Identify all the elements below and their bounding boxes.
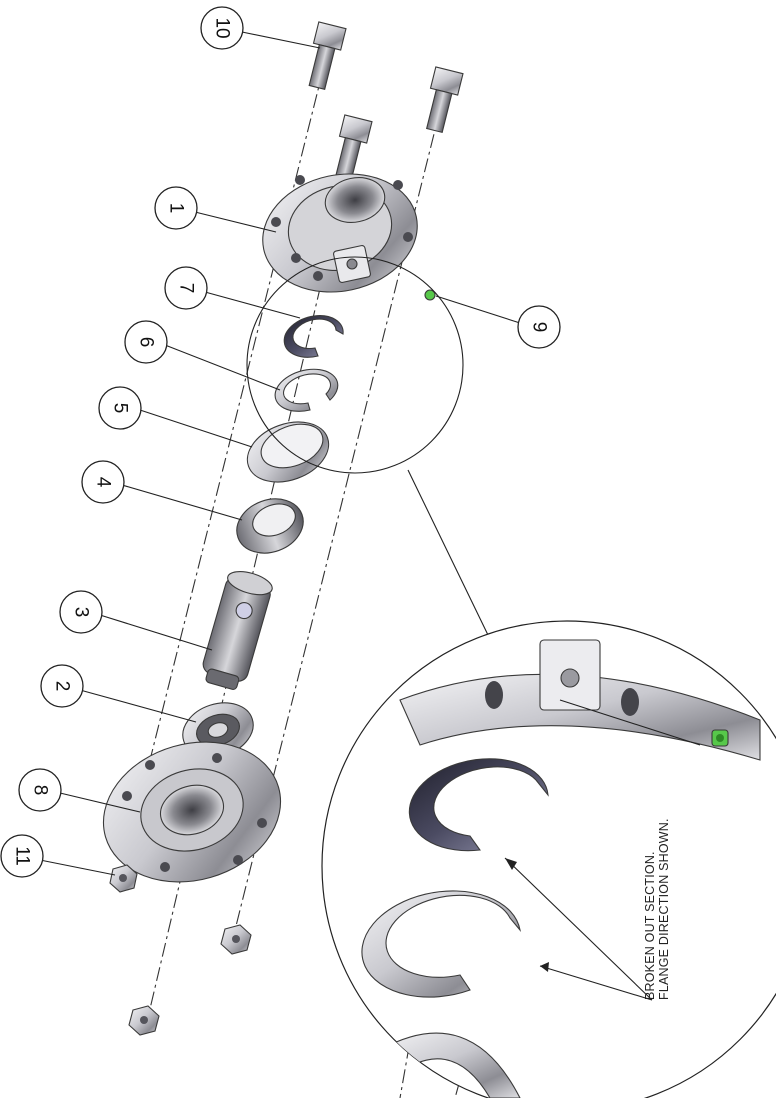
callout-label: 1 bbox=[166, 203, 187, 214]
note-leader-seal bbox=[504, 857, 653, 1001]
callout-label: 5 bbox=[110, 403, 131, 414]
callout-label: 11 bbox=[12, 846, 33, 866]
spindle-part bbox=[202, 571, 273, 690]
outer-flange-part bbox=[102, 741, 282, 883]
callout-label: 6 bbox=[136, 337, 157, 348]
hex-nut-icon bbox=[220, 924, 252, 955]
callout-label: 10 bbox=[212, 17, 233, 38]
callout-10: 10 bbox=[200, 6, 244, 50]
callout-9: 9 bbox=[517, 305, 561, 349]
seal-part bbox=[283, 315, 344, 358]
callout-5: 5 bbox=[98, 386, 142, 430]
axis-centerline-upper bbox=[149, 69, 324, 761]
callout-3: 3 bbox=[59, 590, 103, 634]
retaining-ring-part bbox=[274, 368, 339, 412]
detail-source-circle bbox=[246, 256, 489, 636]
callout-2: 2 bbox=[40, 664, 84, 708]
grease-fitting-icon bbox=[424, 289, 436, 301]
callout-4: 4 bbox=[81, 460, 125, 504]
detail-view: BROKEN OUT SECTION. FLANGE DIRECTION SHO… bbox=[321, 620, 776, 1098]
grease-fitting-icon bbox=[711, 729, 729, 747]
hex-bolt-icon bbox=[334, 114, 373, 182]
callout-8: 8 bbox=[18, 768, 62, 812]
callout-leaders bbox=[39, 31, 521, 876]
callout-label: 7 bbox=[176, 283, 197, 294]
hex-bolt-icon bbox=[425, 66, 464, 134]
callout-label: 9 bbox=[529, 322, 550, 333]
callout-label: 3 bbox=[71, 607, 92, 618]
detail-note-line-1: BROKEN OUT SECTION. bbox=[643, 851, 657, 1000]
callout-label: 8 bbox=[30, 785, 51, 796]
callout-1: 1 bbox=[154, 186, 198, 230]
callout-11: 11 bbox=[0, 834, 44, 878]
hex-bolt-icon bbox=[308, 21, 347, 90]
detail-note-line-2: FLANGE DIRECTION SHOWN. bbox=[657, 818, 671, 1000]
callout-label: 2 bbox=[52, 681, 73, 692]
bearing-cup-part bbox=[246, 421, 330, 483]
callout-6: 6 bbox=[124, 320, 168, 364]
callout-label: 4 bbox=[93, 477, 114, 488]
callout-7: 7 bbox=[164, 266, 208, 310]
hex-nut-icon bbox=[109, 864, 138, 893]
hub-housing-part bbox=[262, 173, 418, 293]
hex-nut-icon bbox=[128, 1005, 160, 1036]
tapered-roller-bearing-part bbox=[236, 498, 304, 554]
note-leader-ring bbox=[539, 965, 653, 1001]
